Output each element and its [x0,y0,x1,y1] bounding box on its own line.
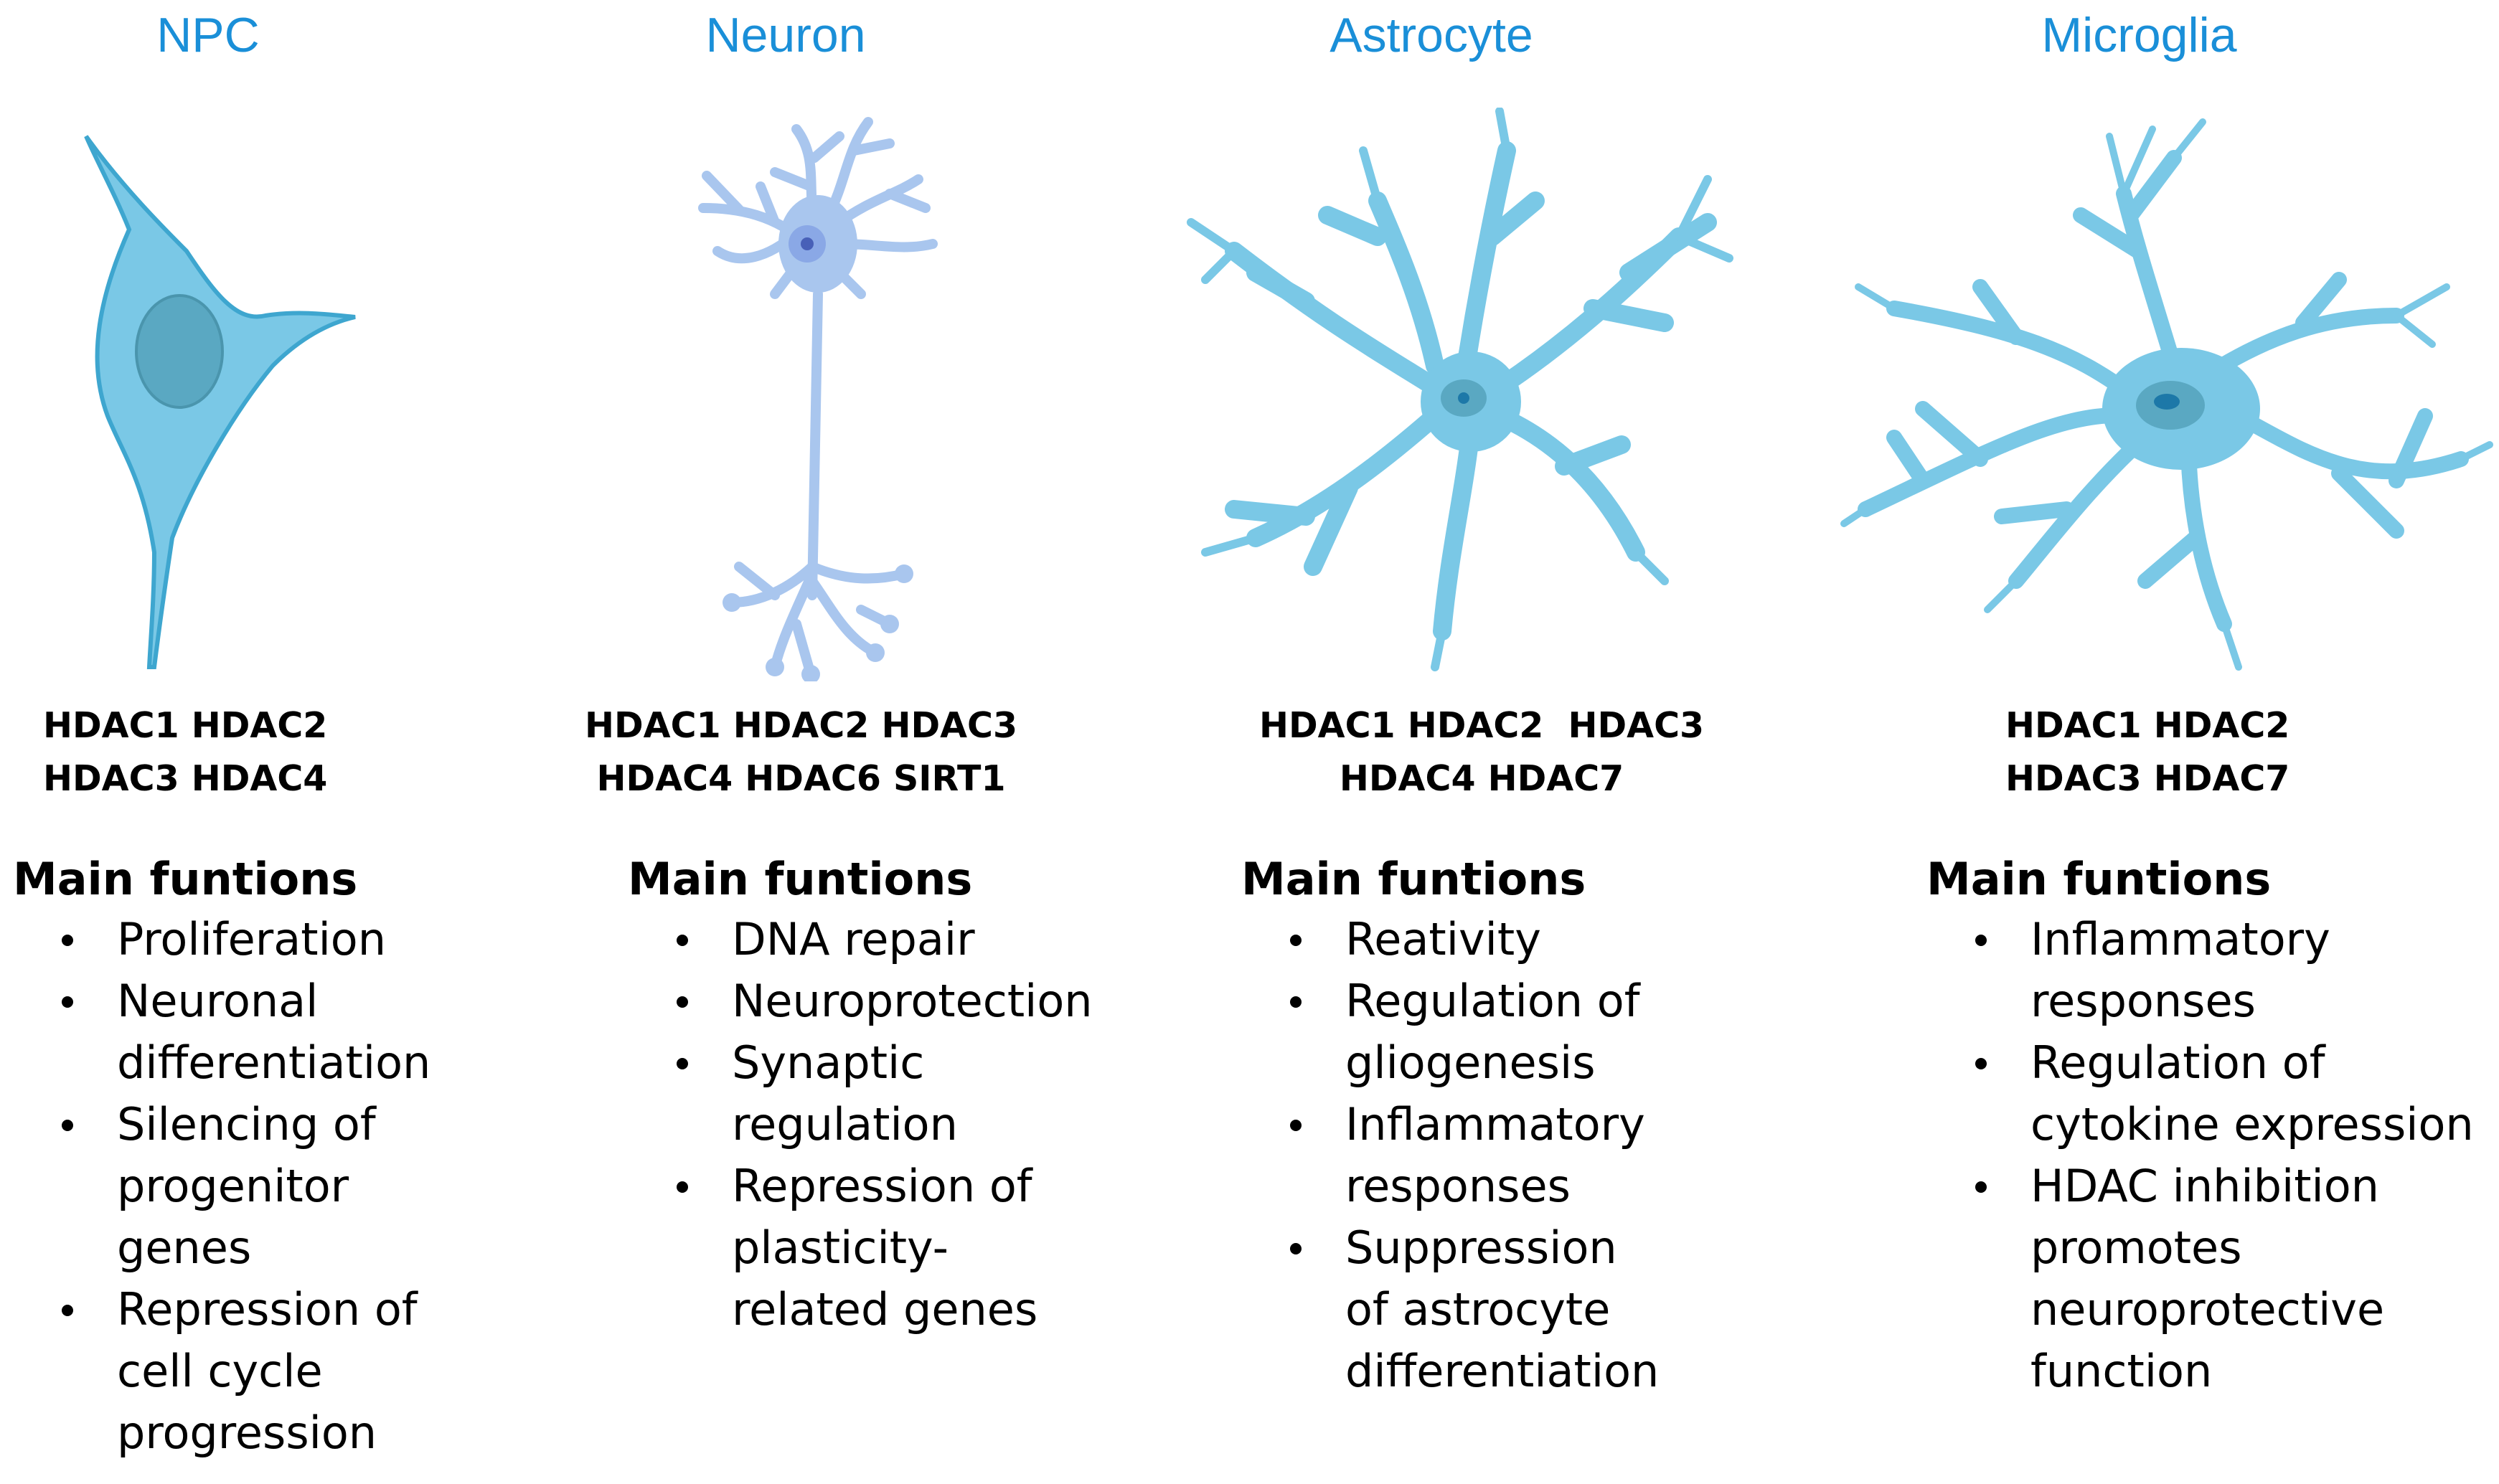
npc-cell-icon [0,108,517,681]
functions-heading: Main funtions [628,853,973,905]
hdac-line: HDAC1 HDAC2 HDAC3 [1259,705,1705,746]
panel-astrocyte: Astrocyte [1162,0,1779,1484]
panel-title: Neuron [705,8,866,62]
panel-title: Microglia [2041,8,2237,62]
functions-heading: Main funtions [1926,853,2272,905]
functions-heading: Main funtions [13,853,358,905]
hdac-line: HDAC4 HDAC6 SIRT1 [596,758,1006,799]
astrocyte-cell-icon [1162,108,1779,681]
microglia-cell-icon [1837,108,2499,681]
hdac-line: HDAC3 HDAC4 [43,758,328,799]
hdac-line: HDAC1 HDAC2 [2005,705,2290,746]
functions-heading: Main funtions [1241,853,1586,905]
hdac-list: HDAC1 HDAC2 HDAC3 HDAC4 HDAC6 SIRT1 [585,699,1017,805]
neuron-cell-icon [560,108,1148,681]
panel-npc: NPC HDAC1 HDAC2 HDAC3 HDAC4 Main funtion… [0,0,517,1484]
panel-neuron: Neuron [560,0,1148,1484]
hdac-list: HDAC1 HDAC2 HDAC3 HDAC7 [2005,699,2289,805]
hdac-line: HDAC4 HDAC7 [1339,758,1624,799]
hdac-line: HDAC1 HDAC2 HDAC3 [585,705,1018,746]
panel-microglia: Microglia [1837,0,2499,1484]
panel-title: Astrocyte [1329,8,1533,62]
panel-title: NPC [156,8,260,62]
hdac-list: HDAC1 HDAC2 HDAC3 HDAC4 [43,699,327,805]
list-item: Reativity [1241,909,1659,970]
list-item: Neuroprotection [628,970,1093,1032]
hdac-line: HDAC1 HDAC2 [43,705,328,746]
list-item: Proliferation [13,909,430,970]
list-item: DNA repair [628,909,1093,970]
hdac-list: HDAC1 HDAC2 HDAC3 HDAC4 HDAC7 [1259,699,1704,805]
function-block: Main funtions DNA repair Neuroprotection… [628,850,1093,1341]
hdac-line: HDAC3 HDAC7 [2005,758,2290,799]
